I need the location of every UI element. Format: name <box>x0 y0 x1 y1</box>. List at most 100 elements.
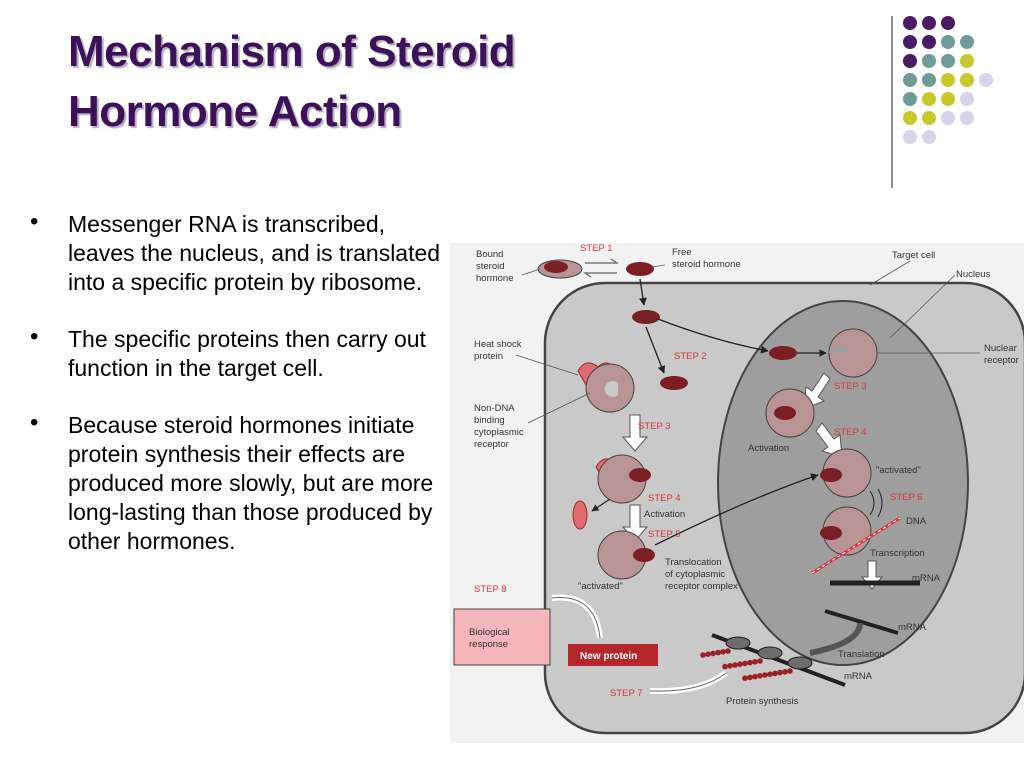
bullet-marker: • <box>30 207 38 236</box>
decor-dot <box>922 54 936 68</box>
decor-dot <box>922 111 936 125</box>
decor-dot <box>941 35 955 49</box>
amino-acid-bead <box>727 663 733 669</box>
decor-dot <box>922 35 936 49</box>
amino-acid-bead <box>747 660 753 666</box>
nuclear-receptor-icon <box>829 329 877 377</box>
step3-left-label: STEP 3 <box>638 421 671 432</box>
nuclear-receptor-label-2: receptor <box>984 355 1019 366</box>
biological-response-label-1: Biological <box>469 627 510 638</box>
bound-label-1: Bound <box>476 249 503 260</box>
activation-left-label: Activation <box>644 509 685 520</box>
translocation-label-1: Translocation <box>665 557 722 568</box>
bullet-text-3: Because steroid hormones initiate protei… <box>68 412 433 554</box>
decor-dot <box>903 73 917 87</box>
amino-acid-bead <box>715 650 721 656</box>
decor-dot <box>922 16 936 30</box>
amino-acid-bead <box>732 662 738 668</box>
amino-acid-bead <box>782 669 788 675</box>
amino-acid-bead <box>777 670 783 676</box>
decor-dot <box>922 130 936 144</box>
step3-nuc-label: STEP 3 <box>834 381 867 392</box>
decor-dot <box>922 92 936 106</box>
decor-dot <box>979 73 993 87</box>
decor-dot <box>903 54 917 68</box>
decor-dot <box>941 92 955 106</box>
free-label-2: steroid hormone <box>672 259 741 270</box>
bound-label-2: steroid <box>476 261 505 272</box>
amino-acid-bead <box>772 671 778 677</box>
step8-label: STEP 8 <box>474 584 507 595</box>
activation-nuc-label: Activation <box>748 443 789 454</box>
amino-acid-bead <box>747 675 753 681</box>
heat-shock-label-1: Heat shock <box>474 339 522 350</box>
hormone-in-cytoplasm-icon <box>632 310 660 324</box>
amino-acid-bead <box>722 664 728 670</box>
decor-dot <box>941 16 955 30</box>
translocation-label-3: receptor complex <box>665 581 738 592</box>
translocation-label-2: of cytoplasmic <box>665 569 725 580</box>
decor-dot <box>922 73 936 87</box>
bullet-item-2: • The specific proteins then carry out fu… <box>30 325 450 383</box>
amino-acid-bead <box>737 661 743 667</box>
activated-left-label: "activated" <box>578 581 623 592</box>
target-cell-label: Target cell <box>892 250 935 261</box>
step6-label: STEP 6 <box>890 492 923 503</box>
decor-dot <box>960 35 974 49</box>
hormone-near-receptor-icon <box>660 376 688 390</box>
decor-dot <box>903 111 917 125</box>
biological-response-label-2: response <box>469 639 508 650</box>
transcription-label: Transcription <box>870 548 925 559</box>
cytoplasmic-receptor-icon <box>586 364 634 412</box>
free-label-1: Free <box>672 247 692 258</box>
decor-dot <box>960 73 974 87</box>
decor-dot <box>941 54 955 68</box>
step2-label: STEP 2 <box>674 351 707 362</box>
mrna-label-3: mRNA <box>844 671 873 682</box>
amino-acid-bead <box>705 651 711 657</box>
bullet-item-3: •Because steroid hormones initiate prote… <box>30 411 450 556</box>
nuclear-receptor-label-1: Nuclear <box>984 343 1017 354</box>
activated-nuc-label: "activated" <box>876 465 921 476</box>
bullet-item-1: •Messenger RNA is transcribed, leaves th… <box>30 210 450 297</box>
non-dna-label-2: binding <box>474 415 505 426</box>
step1-label: STEP 1 <box>580 243 613 254</box>
released-heat-shock-icon <box>573 501 587 529</box>
decor-dot <box>941 111 955 125</box>
step4-left-label: STEP 4 <box>648 493 681 504</box>
amino-acid-bead <box>752 659 758 665</box>
step4-nuc-label: STEP 4 <box>834 427 867 438</box>
non-dna-label-3: cytoplasmic <box>474 427 524 438</box>
decor-dot <box>960 111 974 125</box>
decor-dot <box>941 73 955 87</box>
decor-dot <box>960 54 974 68</box>
decor-dot <box>903 16 917 30</box>
slide-title: Mechanism of Steroid Hormone Action <box>68 22 708 142</box>
bullet-marker: • <box>30 322 38 351</box>
steroid-mechanism-diagram: Bound steroid hormone Free steroid hormo… <box>450 243 1024 743</box>
hormone-at-nucleus-icon <box>769 346 797 360</box>
translation-label: Translation <box>838 649 885 660</box>
decor-dot <box>903 35 917 49</box>
step7-label: STEP 7 <box>610 688 643 699</box>
amino-acid-bead <box>752 674 758 680</box>
non-dna-label-1: Non-DNA <box>474 403 515 414</box>
title-line-1: Mechanism of Steroid <box>68 22 708 82</box>
heat-shock-label-2: protein <box>474 351 503 362</box>
amino-acid-bead <box>757 658 763 664</box>
dna-label: DNA <box>906 516 927 527</box>
amino-acid-bead <box>757 673 763 679</box>
decor-dot <box>903 92 917 106</box>
bullet-text-2: The specific proteins then carry out fun… <box>68 326 426 381</box>
amino-acid-bead <box>710 651 716 657</box>
bullet-list: •Messenger RNA is transcribed, leaves th… <box>30 210 450 584</box>
amino-acid-bead <box>742 661 748 667</box>
amino-acid-bead <box>700 652 706 658</box>
bound-label-3: hormone <box>476 273 514 284</box>
decor-dot <box>960 92 974 106</box>
nucleus-label: Nucleus <box>956 269 991 280</box>
new-protein-label: New protein <box>580 651 637 662</box>
amino-acid-bead <box>767 671 773 677</box>
amino-acid-bead <box>720 649 726 655</box>
decor-dot <box>903 130 917 144</box>
